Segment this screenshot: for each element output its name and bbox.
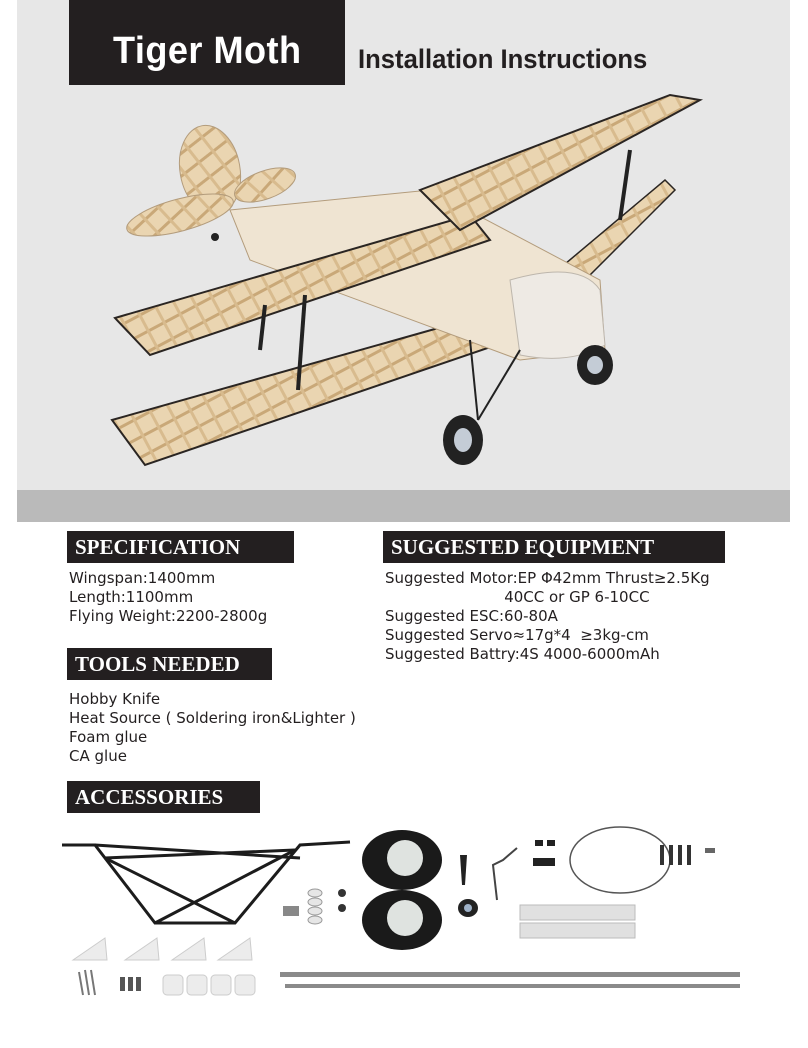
hinges (307, 888, 323, 925)
equipment-servo: Suggested Servo≈17g*4 ≥3kg-cm (385, 626, 649, 644)
airplane-image (110, 93, 704, 467)
accessories-heading: ACCESSORIES (67, 781, 260, 813)
equipment-motor-alt: 40CC or GP 6-10CC (385, 588, 650, 606)
spec-weight: Flying Weight:2200-2800g (69, 607, 268, 625)
product-title: Tiger Moth (112, 30, 302, 72)
tool-foam-glue: Foam glue (69, 728, 148, 746)
tool-hobby-knife: Hobby Knife (69, 690, 161, 708)
equipment-heading: SUGGESTED EQUIPMENT (383, 531, 725, 563)
tool-heat-source: Heat Source ( Soldering iron&Lighter ) (69, 709, 356, 727)
main-wheels (362, 830, 442, 950)
title-box: Tiger Moth (69, 0, 345, 85)
page-subtitle: Installation Instructions (358, 44, 648, 74)
equipment-battery: Suggested Battry:4S 4000-6000mAh (385, 645, 660, 663)
specification-list: Wingspan:1400mm Length:1100mm Flying Wei… (69, 569, 267, 626)
spec-length: Length:1100mm (69, 588, 194, 606)
tools-list: Hobby Knife Heat Source ( Soldering iron… (69, 690, 356, 766)
specification-heading: SPECIFICATION (67, 531, 294, 563)
hero-band (17, 490, 790, 522)
servo-covers (519, 904, 636, 939)
landing-gear-frame (62, 840, 351, 925)
equipment-motor: Suggested Motor:EP Φ42mm Thrust≥2.5Kg (385, 569, 710, 587)
equipment-list: Suggested Motor:EP Φ42mm Thrust≥2.5Kg 40… (385, 569, 710, 664)
spec-wingspan: Wingspan:1400mm (69, 569, 216, 587)
accessories-image (62, 826, 740, 996)
equipment-esc: Suggested ESC:60-80A (385, 607, 558, 625)
wing-rods (280, 972, 740, 988)
tool-ca-glue: CA glue (69, 747, 127, 765)
tools-heading: TOOLS NEEDED (67, 648, 272, 680)
